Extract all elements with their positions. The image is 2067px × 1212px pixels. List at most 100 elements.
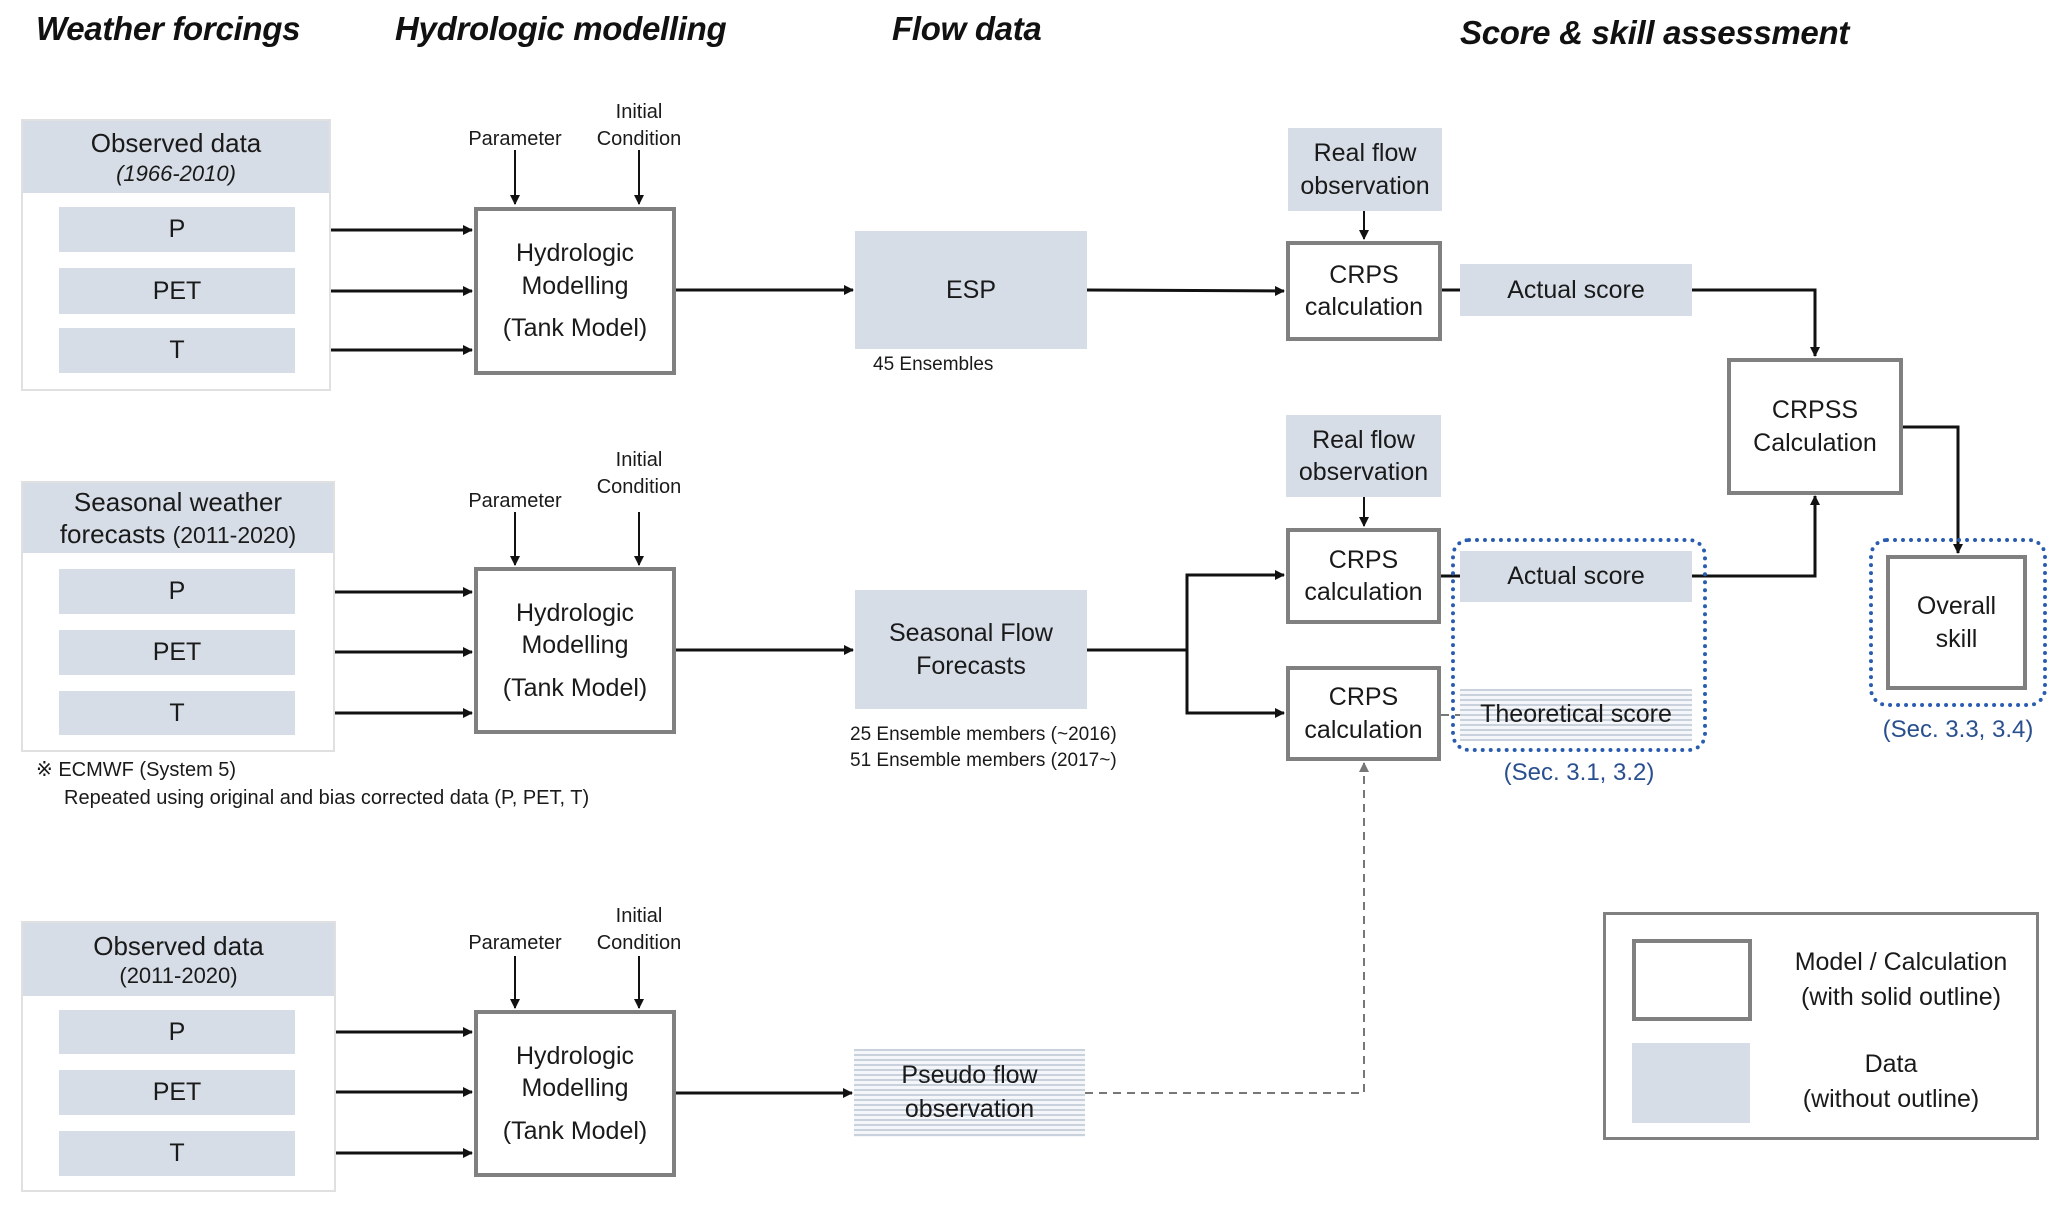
initial-condition-label: Initial Condition	[579, 99, 699, 153]
variable-pet: PET	[59, 268, 295, 314]
forcing-group-header: Observed data (2011-2020)	[23, 923, 334, 996]
overall-line2: skill	[1935, 624, 1978, 653]
crps-line1: CRPS	[1328, 545, 1399, 574]
pseudo-flow-observation: Pseudo flow observation	[854, 1049, 1085, 1137]
parameter-label: Parameter	[468, 932, 562, 954]
seasonal-flow-forecasts-box: Seasonal Flow Forecasts	[855, 590, 1087, 709]
scores-dotted-group	[1451, 538, 1707, 752]
real-flow-line1: Real flow	[1312, 425, 1415, 454]
legend-swatch-model	[1632, 939, 1752, 1021]
ensemble-members-note: 25 Ensemble members (~2016) 51 Ensemble …	[850, 722, 1117, 773]
column-title-weather-forcings: Weather forcings	[36, 10, 301, 47]
forcing-title2: forecasts	[59, 519, 166, 549]
model-line1: Hydrologic	[515, 239, 635, 268]
overall-skill-box: Overall skill	[1886, 555, 2027, 690]
model-line1: Hydrologic	[515, 598, 635, 627]
variable-t: T	[59, 328, 295, 373]
legend-label-data: Data (without outline)	[1766, 1047, 2016, 1117]
esp-data-box: ESP	[855, 231, 1087, 349]
model-line3: (Tank Model)	[502, 314, 648, 343]
section-reference-scores: (Sec. 3.1, 3.2)	[1503, 759, 1655, 786]
initial-label-line2: Condition	[596, 932, 682, 954]
hydrologic-model-box-3: Hydrologic Modelling (Tank Model)	[474, 1010, 676, 1177]
initial-label-line1: Initial	[615, 101, 663, 123]
forcing-title-line2: forecasts (2011-2020)	[60, 518, 296, 551]
legend-swatch-data	[1632, 1043, 1750, 1123]
forcing-period: (2011-2020)	[172, 522, 297, 548]
footnote-line1: ※ ECMWF (System 5)	[36, 759, 237, 781]
arrow-actual2-crpss	[1692, 495, 1820, 578]
column-title-score-skill: Score & skill assessment	[1460, 14, 1850, 51]
actual-score-1: Actual score	[1460, 264, 1692, 316]
real-flow-line2: observation	[1298, 458, 1429, 486]
variable-p: P	[59, 1010, 295, 1054]
forcing-group-header: Seasonal weather forecasts (2011-2020)	[23, 483, 333, 553]
variable-t: T	[59, 691, 295, 735]
hydrologic-model-box-1: Hydrologic Modelling (Tank Model)	[474, 207, 676, 375]
legend: Model / Calculation (with solid outline)…	[1603, 912, 2039, 1140]
model-line1: Hydrologic	[515, 1041, 635, 1070]
real-flow-observation-2: Real flow observation	[1286, 415, 1441, 497]
esp-ensembles-note: 45 Ensembles	[873, 354, 994, 375]
ensemble-note-line1: 25 Ensemble members (~2016)	[850, 724, 1117, 745]
initial-condition-label: Initial Condition	[579, 903, 699, 957]
crps-line2: calculation	[1304, 715, 1423, 744]
seasonal-flow-line2: Forecasts	[916, 651, 1026, 680]
forcing-period: (1966-2010)	[116, 160, 236, 186]
forcing-group-header: Observed data (1966-2010)	[23, 121, 329, 193]
legend-model-line2: (with solid outline)	[1800, 983, 2002, 1011]
initial-label-line2: Condition	[596, 476, 682, 498]
theoretical-score: Theoretical score	[1460, 689, 1692, 741]
arrow-crpss-overall	[1903, 425, 1963, 554]
crps-line1: CRPS	[1328, 683, 1399, 711]
crps-line2: calculation	[1304, 293, 1424, 321]
pseudo-flow-line2: observation	[904, 1095, 1035, 1123]
initial-label-line1: Initial	[615, 905, 663, 927]
crps-calculation-1: CRPS calculation	[1286, 241, 1442, 341]
crps-calculation-2: CRPS calculation	[1286, 528, 1441, 624]
ecmwf-footnote: ※ ECMWF (System 5) Repeated using origin…	[36, 756, 589, 812]
model-line3: (Tank Model)	[502, 673, 648, 702]
parameter-label: Parameter	[468, 128, 562, 150]
section-reference-skill: (Sec. 3.3, 3.4)	[1882, 716, 2034, 743]
model-line3: (Tank Model)	[502, 1116, 648, 1145]
crps-line1: CRPS	[1329, 260, 1399, 289]
model-line2: Modelling	[521, 1074, 629, 1103]
footnote-line2: Repeated using original and bias correct…	[64, 787, 590, 809]
legend-data-line1: Data	[1864, 1050, 1918, 1078]
forcing-title: Observed data	[93, 930, 264, 961]
variable-pet: PET	[59, 1070, 295, 1115]
real-flow-line1: Real flow	[1313, 139, 1417, 167]
hydrologic-model-box-2: Hydrologic Modelling (Tank Model)	[474, 567, 676, 734]
model-line2: Modelling	[521, 631, 629, 660]
legend-model-line1: Model / Calculation	[1794, 948, 2008, 976]
forcing-period: (2011-2020)	[119, 963, 238, 988]
legend-label-model: Model / Calculation (with solid outline)	[1776, 945, 2026, 1015]
variable-p: P	[59, 569, 295, 614]
crpss-line2: Calculation	[1753, 428, 1877, 457]
ensemble-note-line2: 51 Ensemble members (2017~)	[850, 749, 1117, 771]
variable-p: P	[59, 207, 295, 252]
crpss-line1: CRPSS	[1771, 396, 1859, 424]
forcing-title-line1: Seasonal weather	[73, 486, 283, 517]
initial-label-line2: Condition	[596, 128, 682, 150]
model-line2: Modelling	[521, 271, 629, 300]
variable-pet: PET	[59, 630, 295, 675]
arrow-actual1-crpss	[1692, 288, 1820, 357]
crpss-calculation: CRPSS Calculation	[1727, 358, 1903, 495]
overall-line1: Overall	[1916, 592, 1997, 620]
seasonal-flow-line1: Seasonal Flow	[889, 619, 1053, 647]
arrow-split-crps3	[1185, 650, 1285, 718]
arrow-pseudo-crps3	[1085, 762, 1369, 1094]
initial-label-line1: Initial	[615, 449, 663, 471]
crps-line2: calculation	[1304, 578, 1423, 606]
column-title-hydrologic-modelling: Hydrologic modelling	[395, 10, 727, 47]
initial-condition-label: Initial Condition	[579, 447, 699, 501]
column-title-flow-data: Flow data	[892, 10, 1042, 47]
skill-dotted-group	[1869, 538, 2047, 707]
variable-t: T	[59, 1131, 295, 1176]
legend-data-line2: (without outline)	[1802, 1085, 1980, 1113]
crps-calculation-3: CRPS calculation	[1286, 666, 1441, 761]
arrow-esp-crps	[1086, 285, 1285, 296]
arrow-split-crps2	[1185, 570, 1285, 650]
